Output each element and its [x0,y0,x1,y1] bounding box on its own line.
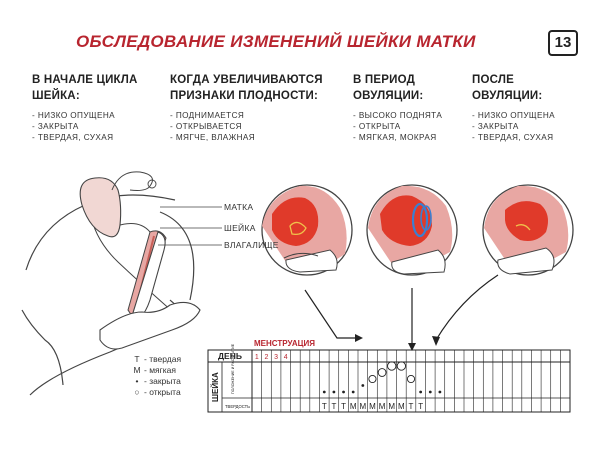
cervix-label: ШЕЙКА [224,223,256,233]
cervix-open-point [387,361,397,371]
firmness-mark: Т [331,402,336,411]
exam-circle-ovulation [366,184,458,276]
cervix-closed-point [428,390,432,394]
cervix-closed-point [419,390,423,394]
cervix-closed-point [351,390,355,394]
phase-item: ОТКРЫВАЕТСЯ [170,121,323,132]
cervix-side-label: ШЕЙКА [211,372,220,402]
phase-item: МЯГЧЕ, ВЛАЖНАЯ [170,132,323,143]
menstruation-day-number: 1 [255,354,259,361]
arrow-lines [304,274,499,345]
phase-item: ОТКРЫТА [353,121,442,132]
cervix-open-point [368,374,377,384]
vagina-label: ВЛАГАЛИЩЕ [224,240,279,250]
phase-item: ПОДНИМАЕТСЯ [170,110,323,121]
menstruation-day-number: 4 [284,354,288,361]
menstruation-label: МЕНСТРУАЦИЯ [254,339,315,348]
firmness-row-label: ТВЕРДОСТЬ [225,404,250,409]
firmness-mark: Т [341,402,346,411]
chart-frame [207,349,571,413]
phase-item: НИЗКО ОПУЩЕНА [32,110,138,121]
phase-item: ТВЕРДАЯ, СУХАЯ [472,132,555,143]
hand-shape [99,231,201,350]
cervix-chart: МЕНСТРУАЦИЯ ДЕНЬ ШЕЙКА ПОЛОЖЕНИЕ И РАСКРЫТИ… [207,339,571,413]
page-number-badge: 13 [548,30,578,56]
firmness-mark: Т [418,402,423,411]
arrow-heads [355,334,440,351]
firmness-mark: М [379,402,386,411]
menstruation-day-number: 3 [274,354,278,361]
firmness-mark: М [369,402,376,411]
cervix-closed-point [438,390,442,394]
cervix-closed-point [322,390,326,394]
page-title: ОБСЛЕДОВАНИЕ ИЗМЕНЕНИЙ ШЕЙКИ МАТКИ [76,32,476,51]
position-row-label: ПОЛОЖЕНИЕ И РАСКРЫТИЕ [231,343,235,394]
firmness-mark: М [350,402,357,411]
cervix-open-point [406,374,416,384]
firmness-mark: М [398,402,405,411]
exam-circle-after [482,184,574,276]
cervix-open-point [377,368,387,377]
menstruation-day-number: 2 [265,354,269,361]
cervix-closed-point [342,390,345,394]
phase-item: ВЫСОКО ПОДНЯТА [353,110,442,121]
legend-item-soft: М- мягкая [133,365,176,375]
phase-item: НИЗКО ОПУЩЕНА [472,110,555,121]
phase-item: ЗАКРЫТА [32,121,138,132]
cervix-closed-point [361,384,365,387]
legend-item-open: ○- открыта [134,387,181,397]
cervix-open-point [396,361,407,371]
firmness-mark: Т [322,402,327,411]
phase-item: ЗАКРЫТА [472,121,555,132]
legend-item-closed: •- закрыта [135,376,181,386]
firmness-mark: М [388,402,395,411]
phase-item: МЯГКАЯ, МОКРАЯ [353,132,442,143]
uterus-shape [79,171,157,238]
exam-circle-early [261,184,353,276]
firmness-mark: М [359,402,366,411]
legend-item-firm: Т- твердая [134,354,182,364]
day-label: ДЕНЬ [218,351,242,361]
cervix-closed-point [332,390,336,394]
firmness-mark: Т [409,402,414,411]
phase-item: ТВЕРДАЯ, СУХАЯ [32,132,138,143]
uterus-label: МАТКА [224,202,254,212]
